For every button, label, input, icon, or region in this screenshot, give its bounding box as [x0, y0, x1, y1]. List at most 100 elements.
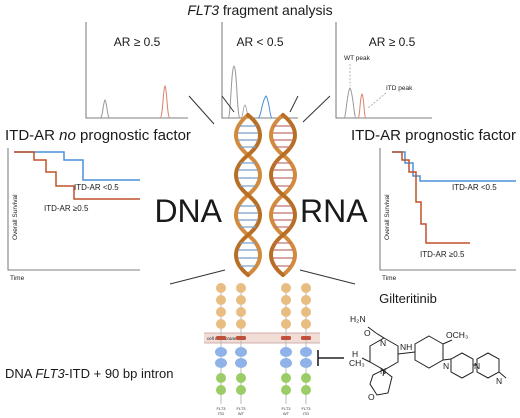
ig-domain	[216, 283, 226, 293]
atom-och3: OCH₃	[446, 330, 468, 340]
left-km-axes	[7, 148, 140, 271]
atom-n-2: N	[380, 366, 386, 376]
transmembrane-domain	[236, 336, 246, 340]
panel-3-itd-peak-label: ITD peak	[386, 85, 413, 92]
kinase-domain-1	[300, 358, 312, 368]
transmembrane-domain	[281, 336, 291, 340]
gilteritinib-atoms: H₂N O OCH₃ N NH H CH₃ N N N N O	[349, 314, 502, 402]
right-km: ITD-AR prognostic factor Overall Surviva…	[351, 127, 516, 282]
rna-label: RNA	[300, 193, 368, 229]
right-km-label-low: ITD-AR <0.5	[452, 183, 497, 192]
kinase-domain-2	[236, 373, 246, 383]
bottom-caption-gene: FLT3	[35, 366, 65, 381]
receptor-label-line1: FLT3	[281, 406, 291, 411]
atom-n-1: N	[380, 338, 386, 348]
left-km-ylabel: Overall Survival	[12, 194, 19, 240]
panel-3-axes	[335, 22, 432, 119]
atom-h2n: H₂N	[350, 314, 366, 324]
left-km-heading-em: no	[59, 127, 76, 144]
kinase-domain-3	[301, 385, 311, 395]
left-km-label-high: ITD-AR ≥0.5	[44, 204, 89, 213]
ig-domain	[216, 307, 226, 317]
panel-2-axes	[221, 22, 298, 119]
ig-domain	[216, 295, 226, 305]
receptor-label-line2: WT	[238, 411, 245, 416]
panel-1-axes	[85, 22, 188, 119]
receptor-label-line1: FLT3	[301, 406, 311, 411]
receptor-label-line2: WT	[283, 411, 290, 416]
right-km-xlabel: Time	[382, 275, 397, 282]
panel-1: AR ≥ 0.5	[85, 22, 188, 119]
right-km-ylabel: Overall Survival	[384, 194, 391, 240]
drug-name: Gilteritinib	[379, 291, 437, 306]
ig-domain	[301, 283, 311, 293]
atom-n-4: N	[474, 361, 480, 371]
kinase-domain-2	[281, 373, 291, 383]
kinase-domain-2	[216, 373, 226, 383]
panel-2-wt-peak	[227, 65, 241, 119]
ig-domain	[236, 319, 246, 329]
panel-3-wt-peak	[343, 87, 357, 119]
juxtamembrane-domain	[280, 347, 292, 357]
juxtamembrane-domain	[235, 347, 247, 357]
panel-1-label: AR ≥ 0.5	[114, 35, 161, 49]
atom-o-ring: O	[368, 392, 375, 402]
right-km-axes	[379, 148, 516, 271]
left-km-xlabel: Time	[10, 275, 25, 282]
kinase-domain-3	[281, 385, 291, 395]
right-km-curve-low	[392, 151, 516, 182]
panel-3-itd-peak	[357, 93, 367, 119]
gilteritinib-structure	[361, 326, 507, 396]
receptor-label-line2: ITD	[303, 411, 310, 416]
ig-domain	[281, 319, 291, 329]
left-km: ITD-AR no prognostic factor Overall Surv…	[5, 127, 191, 282]
panel-1-itd-peak	[159, 85, 171, 119]
dna-label: DNA	[154, 193, 222, 229]
title-gene: FLT3	[187, 2, 219, 18]
transmembrane-domain	[216, 336, 226, 340]
kinase-domain-2	[301, 373, 311, 383]
atom-nh: NH	[400, 342, 412, 352]
ig-domain	[216, 319, 226, 329]
kinase-domain-1	[215, 358, 227, 368]
helix-dna	[234, 113, 262, 277]
title-rest: fragment analysis	[219, 2, 333, 18]
bottom-caption-pre: DNA	[5, 366, 35, 381]
bottom-caption: DNA FLT3-ITD + 90 bp intron	[5, 366, 173, 381]
left-km-label-low: ITD-AR <0.5	[74, 183, 119, 192]
panel-2: AR < 0.5	[221, 22, 298, 119]
panel-3-itd-leader	[367, 92, 387, 109]
juxtamembrane-domain	[215, 347, 227, 357]
ig-domain	[236, 307, 246, 317]
left-km-heading: ITD-AR no prognostic factor	[5, 127, 191, 144]
juxtamembrane-domain	[300, 347, 312, 357]
panel-3-label: AR ≥ 0.5	[369, 35, 416, 49]
kinase-domain-3	[216, 385, 226, 395]
helix-rna	[269, 113, 297, 277]
ig-domain	[301, 295, 311, 305]
atom-o: O	[364, 328, 371, 338]
panel-2-label: AR < 0.5	[236, 35, 283, 49]
right-km-label-high: ITD-AR ≥0.5	[420, 250, 465, 259]
receptor-label-line2: ITD	[218, 411, 225, 416]
atom-n-3: N	[443, 361, 449, 371]
ig-domain	[301, 319, 311, 329]
bottom-caption-post: -ITD + 90 bp intron	[65, 366, 174, 381]
inhibition-symbol	[317, 350, 344, 366]
panel-3-wt-peak-label: WT peak	[344, 55, 371, 62]
receptor-label-line1: FLT3	[216, 406, 226, 411]
left-km-curve-high	[14, 151, 140, 200]
panel-2-itd-peak	[257, 95, 273, 119]
figure-title: FLT3 fragment analysis	[187, 2, 332, 18]
right-km-curve-high	[392, 151, 470, 244]
left-km-heading-pre: ITD-AR	[5, 127, 59, 144]
panel-3: AR ≥ 0.5 WT peak ITD peak	[335, 22, 432, 119]
ig-domain	[281, 283, 291, 293]
connector-lines	[169, 95, 356, 285]
atom-h: H	[352, 349, 358, 359]
